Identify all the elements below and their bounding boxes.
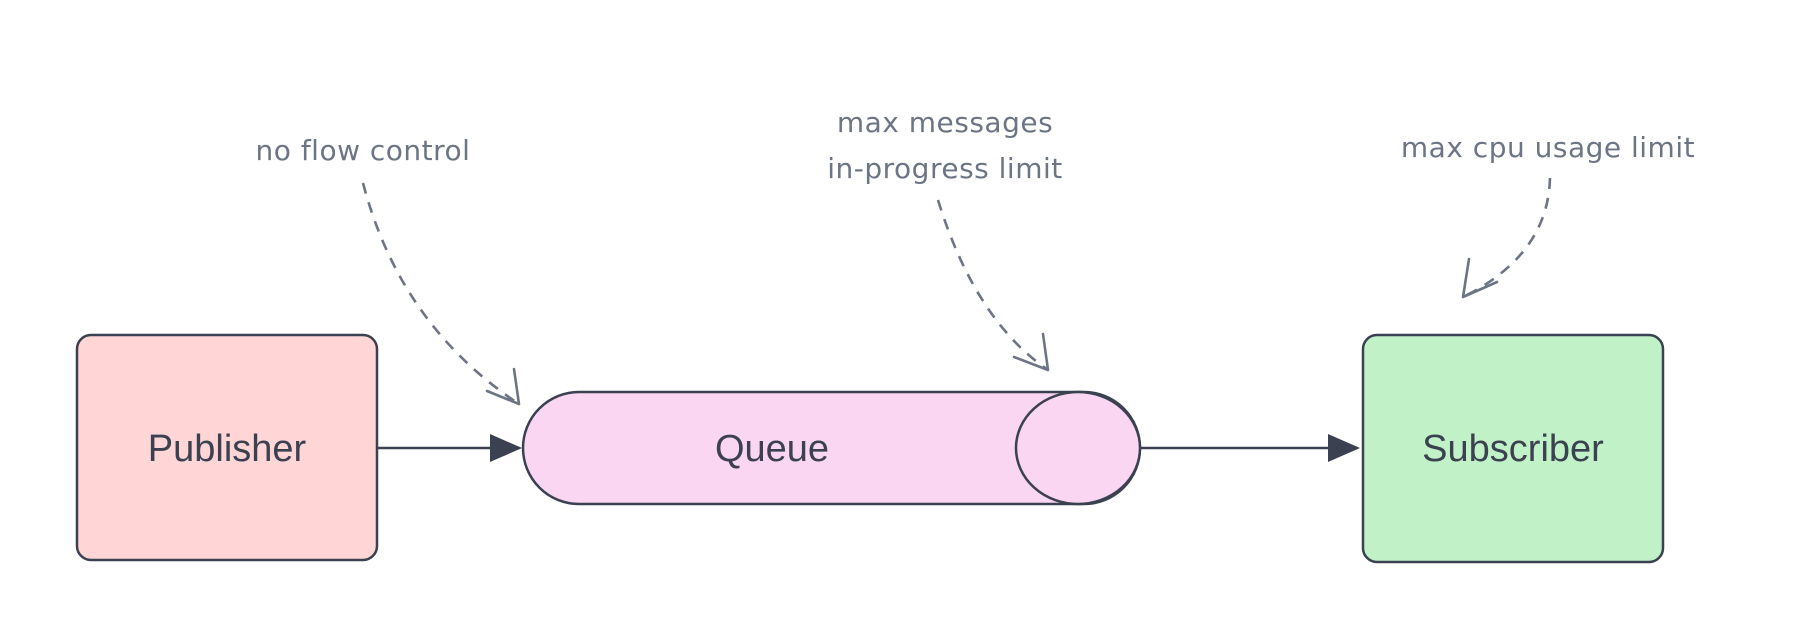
no-flow-control-arrowhead-icon <box>485 367 521 406</box>
max-messages-arrowhead-icon <box>1012 332 1050 372</box>
publisher-node: Publisher <box>75 333 379 562</box>
publisher-box <box>75 333 379 562</box>
subscriber-node: Subscriber <box>1361 333 1665 564</box>
max-messages-label-line2: in-progress limit <box>827 152 1063 185</box>
no-flow-control-label: no flow control <box>256 134 471 167</box>
queue-cylinder-end-cap <box>1014 390 1142 506</box>
max-cpu-dashed-arrow <box>1462 177 1552 299</box>
subscriber-label: Subscriber <box>1422 428 1604 470</box>
queue-node: Queue <box>521 390 1142 506</box>
annotation-max-cpu: max cpu usage limit <box>1401 131 1695 299</box>
edge-queue-to-subscriber <box>1140 434 1360 462</box>
publisher-label: Publisher <box>148 428 307 470</box>
max-messages-label-line1: max messages <box>837 106 1053 139</box>
max-cpu-arrowhead-icon <box>1461 257 1499 299</box>
edge-publisher-to-queue <box>377 434 522 462</box>
annotation-max-messages: max messages in-progress limit <box>827 106 1063 372</box>
queue-subscriber-arrowhead-icon <box>1328 434 1360 462</box>
queue-label: Queue <box>715 428 829 470</box>
publisher-queue-arrowhead-icon <box>490 434 522 462</box>
max-messages-dashed-arrow <box>936 199 1049 372</box>
no-flow-control-dashed-arrow <box>361 182 520 406</box>
annotation-no-flow-control: no flow control <box>256 134 521 406</box>
max-cpu-label: max cpu usage limit <box>1401 131 1695 164</box>
subscriber-box <box>1361 333 1665 564</box>
